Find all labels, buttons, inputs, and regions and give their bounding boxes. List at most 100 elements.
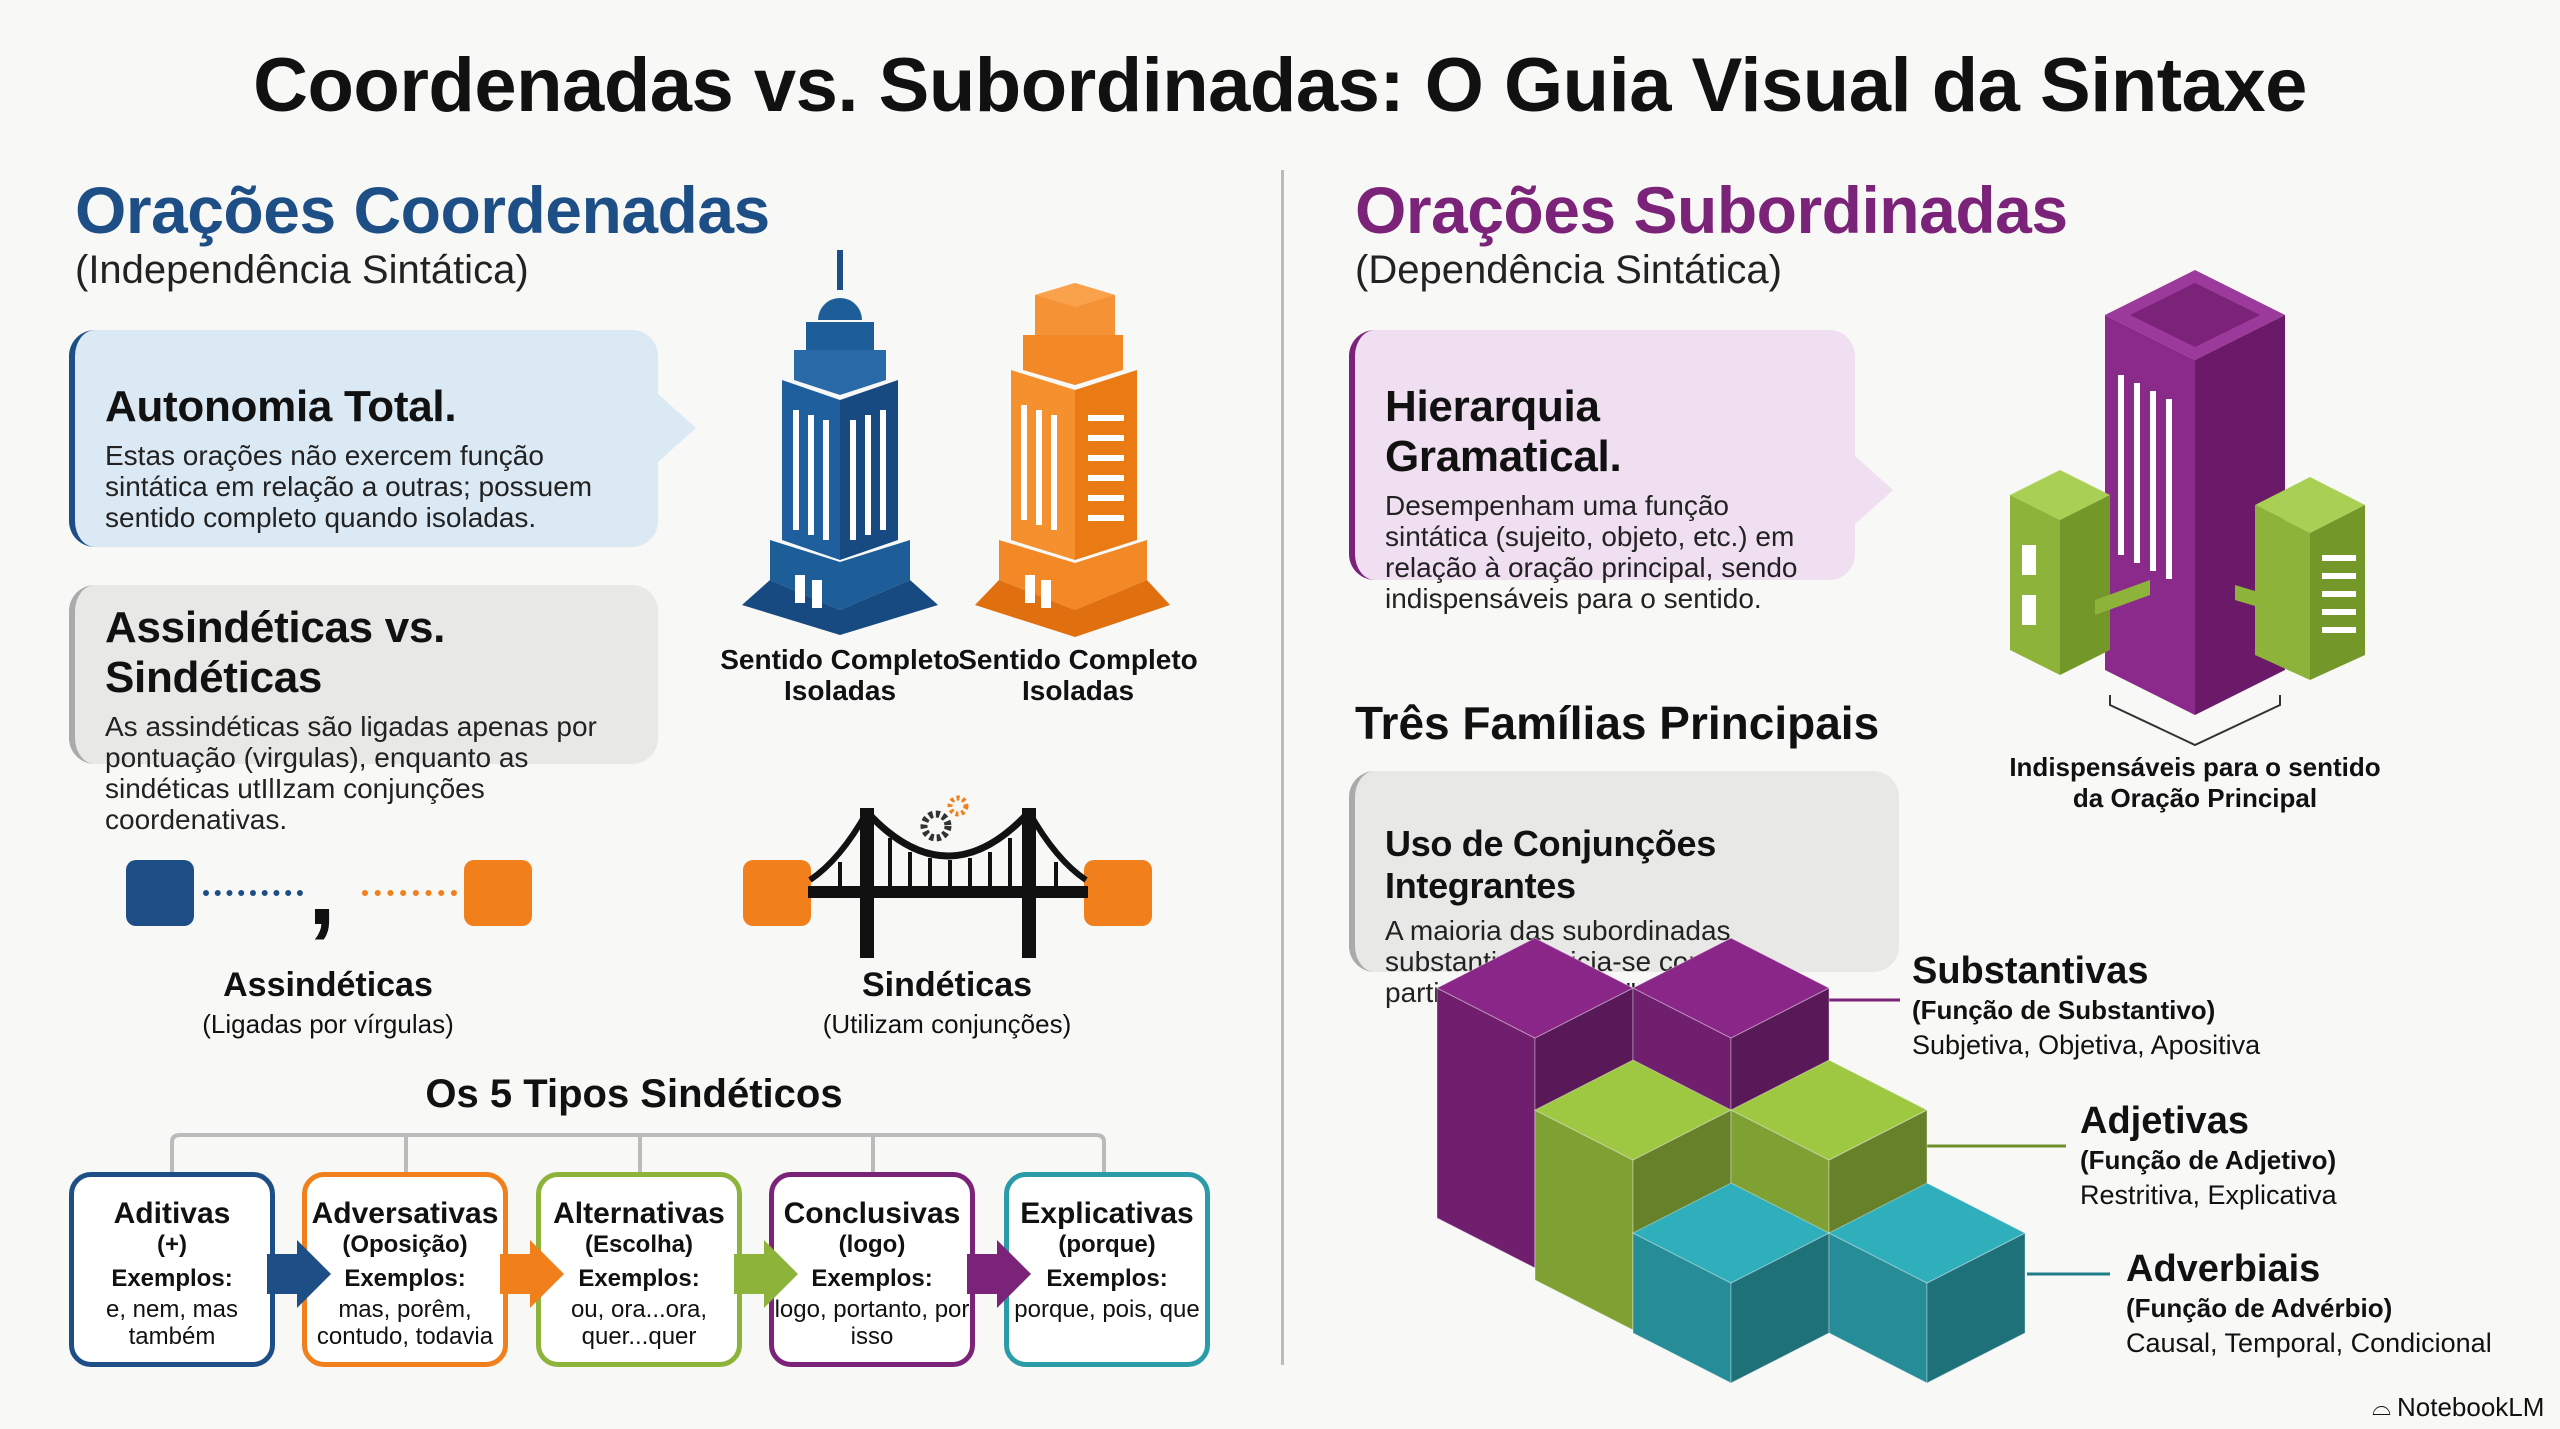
flow-arrow xyxy=(500,1254,534,1294)
type-name: Aditivas xyxy=(113,1197,231,1230)
flow-arrow xyxy=(967,1254,1001,1294)
hierarchy-title: Hierarquia Gramatical. xyxy=(1385,382,1622,481)
label-line: Sentido Completo xyxy=(720,644,960,675)
blue-building-label: Sentido Completo Isoladas xyxy=(720,644,960,706)
blue-building-icon xyxy=(742,250,938,635)
type-examples-label: Exemplos: xyxy=(344,1265,466,1292)
hierarchy-text: Desempenham uma função sintática (sujeit… xyxy=(1385,490,1798,614)
arrow-right-icon xyxy=(764,1240,798,1308)
coordenadas-subheading: (Independência Sintática) xyxy=(75,248,529,292)
comparison-callout: Assindéticas vs. Sindéticas As assindéti… xyxy=(69,585,658,835)
main-clause-label: Indispensáveis para o sentido da Oração … xyxy=(1980,752,2410,814)
sindeticas-sub: (Utilizam conjunções) xyxy=(822,1009,1072,1039)
adverbiais-cube-right-face xyxy=(1730,1232,1830,1384)
family-substantivas: Substantivas (Função de Substantivo) Sub… xyxy=(1912,950,2260,1061)
type-desc: (porque) xyxy=(1058,1231,1156,1258)
sindeticas-label: Sindéticas (Utilizam conjunções) xyxy=(747,966,1147,1040)
assindeticas-label: Assindéticas (Ligadas por vírgulas) xyxy=(128,966,528,1040)
family-function: (Função de Substantivo) xyxy=(1912,995,2216,1025)
substantivas-cube-left-face xyxy=(1632,987,1732,1269)
type-card-aditivas: Aditivas (+) Exemplos: e, nem, mas també… xyxy=(69,1172,275,1367)
substantivas-cube-right-face xyxy=(1534,987,1634,1269)
type-desc: (Oposição) xyxy=(342,1231,468,1258)
bridge-icon xyxy=(743,795,1152,958)
adverbiais-cube-right-face xyxy=(1926,1232,2026,1384)
family-types: Subjetiva, Objetiva, Apositiva xyxy=(1912,1030,2261,1060)
adverbiais-cube-left-face xyxy=(1828,1232,1928,1384)
adverbiais-cube-top-face xyxy=(1631,1182,1831,1284)
sindeticas-title: Sindéticas xyxy=(861,966,1033,1004)
type-examples: ou, ora...ora, quer...quer xyxy=(570,1296,708,1350)
family-types: Causal, Temporal, Condicional xyxy=(2126,1328,2492,1358)
family-adjetivas: Adjetivas (Função de Adjetivo) Restritiv… xyxy=(2080,1100,2337,1211)
family-function: (Função de Advérbio) xyxy=(2126,1293,2393,1323)
type-card-explicativas: Explicativas (porque) Exemplos: porque, … xyxy=(1004,1172,1210,1367)
type-desc: (logo) xyxy=(838,1231,906,1258)
adjetivas-cube-right-face xyxy=(1632,1109,1732,1331)
adjetivas-cube-top-face xyxy=(1533,1059,1733,1161)
label-line: Sentido Completo xyxy=(958,644,1198,675)
arrow-right-icon xyxy=(530,1240,564,1308)
integrantes-callout: Uso de Conjunções Integrantes A maioria … xyxy=(1349,771,1899,1008)
autonomy-title: Autonomia Total. xyxy=(105,382,457,431)
label-line: da Oração Principal xyxy=(2072,783,2318,813)
family-name: Adverbiais xyxy=(2126,1248,2321,1290)
adjetivas-cube-top-face xyxy=(1729,1059,1929,1161)
type-examples-label: Exemplos: xyxy=(578,1265,700,1292)
autonomy-callout: Autonomia Total. Estas orações não exerc… xyxy=(69,330,696,547)
type-name: Conclusivas xyxy=(783,1197,961,1230)
type-desc: (Escolha) xyxy=(584,1231,694,1258)
comparison-text: As assindéticas são ligadas apenas por p… xyxy=(105,711,597,835)
types-heading: Os 5 Tipos Sindéticos xyxy=(425,1072,843,1116)
integrantes-text: A maioria das subordinadas substantivas … xyxy=(1385,915,1750,1008)
page-title: Coordenadas vs. Subordinadas: O Guia Vis… xyxy=(253,43,2307,128)
type-name: Explicativas xyxy=(1020,1197,1194,1230)
dotted-link xyxy=(362,890,457,896)
main-clause-building-icon xyxy=(2010,270,2365,747)
type-examples: logo, portanto, por isso xyxy=(774,1296,970,1350)
type-card-alternativas: Alternativas (Escolha) Exemplos: ou, ora… xyxy=(536,1172,742,1367)
subordinadas-subheading: (Dependência Sintática) xyxy=(1355,248,1782,292)
column-divider xyxy=(1281,170,1284,1365)
type-examples-label: Exemplos: xyxy=(111,1265,233,1292)
comma-icon: , xyxy=(308,834,336,946)
blue-clause-square-icon xyxy=(126,860,194,926)
dotted-link xyxy=(203,890,303,896)
subordinadas-heading: Orações Subordinadas xyxy=(1355,173,2068,247)
type-desc: (+) xyxy=(157,1231,187,1258)
type-card-adversativas: Adversativas (Oposição) Exemplos: mas, p… xyxy=(302,1172,508,1367)
type-name: Alternativas xyxy=(553,1197,725,1230)
type-card-conclusivas: Conclusivas (logo) Exemplos: logo, porta… xyxy=(769,1172,975,1367)
arrow-right-icon xyxy=(297,1240,331,1308)
substantivas-cube-right-face xyxy=(1730,987,1830,1269)
type-examples: e, nem, mas também xyxy=(105,1296,239,1350)
adjetivas-cube-right-face xyxy=(1828,1109,1928,1331)
adverbiais-cube-top-face xyxy=(1827,1182,2027,1284)
orange-clause-square-icon xyxy=(464,860,532,926)
brand-label: NotebookLM xyxy=(2396,1392,2545,1422)
type-examples: mas, porêm, contudo, todavia xyxy=(316,1296,494,1350)
adjetivas-cube-left-face xyxy=(1730,1109,1830,1331)
hierarchy-callout: Hierarquia Gramatical. Desempenham uma f… xyxy=(1349,330,1893,614)
orange-building-label: Sentido Completo Isoladas xyxy=(958,644,1198,706)
type-examples-label: Exemplos: xyxy=(811,1265,933,1292)
adverbiais-cube-left-face xyxy=(1632,1232,1732,1384)
assindeticas-title: Assindéticas xyxy=(223,966,433,1004)
type-examples: porque, pois, que xyxy=(1014,1296,1200,1323)
family-types: Restritiva, Explicativa xyxy=(2080,1180,2337,1210)
assindeticas-sub: (Ligadas por vírgulas) xyxy=(202,1009,454,1039)
family-adverbiais: Adverbiais (Função de Advérbio) Causal, … xyxy=(2126,1248,2492,1359)
adjetivas-cube-left-face xyxy=(1534,1109,1634,1331)
families-heading: Três Famílias Principais xyxy=(1355,697,1880,749)
label-line: Isoladas xyxy=(783,675,897,706)
notebooklm-logo-icon: ⌓ xyxy=(2372,1393,2391,1421)
autonomy-text: Estas orações não exercem função sintáti… xyxy=(105,440,593,533)
substantivas-cube-left-face xyxy=(1436,987,1536,1269)
brand: ⌓ NotebookLM xyxy=(2372,1392,2544,1423)
family-name: Substantivas xyxy=(1912,950,2149,992)
comparison-title: Assindéticas vs. Sindéticas xyxy=(105,603,446,702)
family-function: (Função de Adjetivo) xyxy=(2080,1145,2337,1175)
flow-arrow xyxy=(734,1254,768,1294)
integrantes-title: Uso de Conjunções Integrantes xyxy=(1385,823,1716,906)
label-line: Indispensáveis para o sentido xyxy=(2009,752,2381,782)
